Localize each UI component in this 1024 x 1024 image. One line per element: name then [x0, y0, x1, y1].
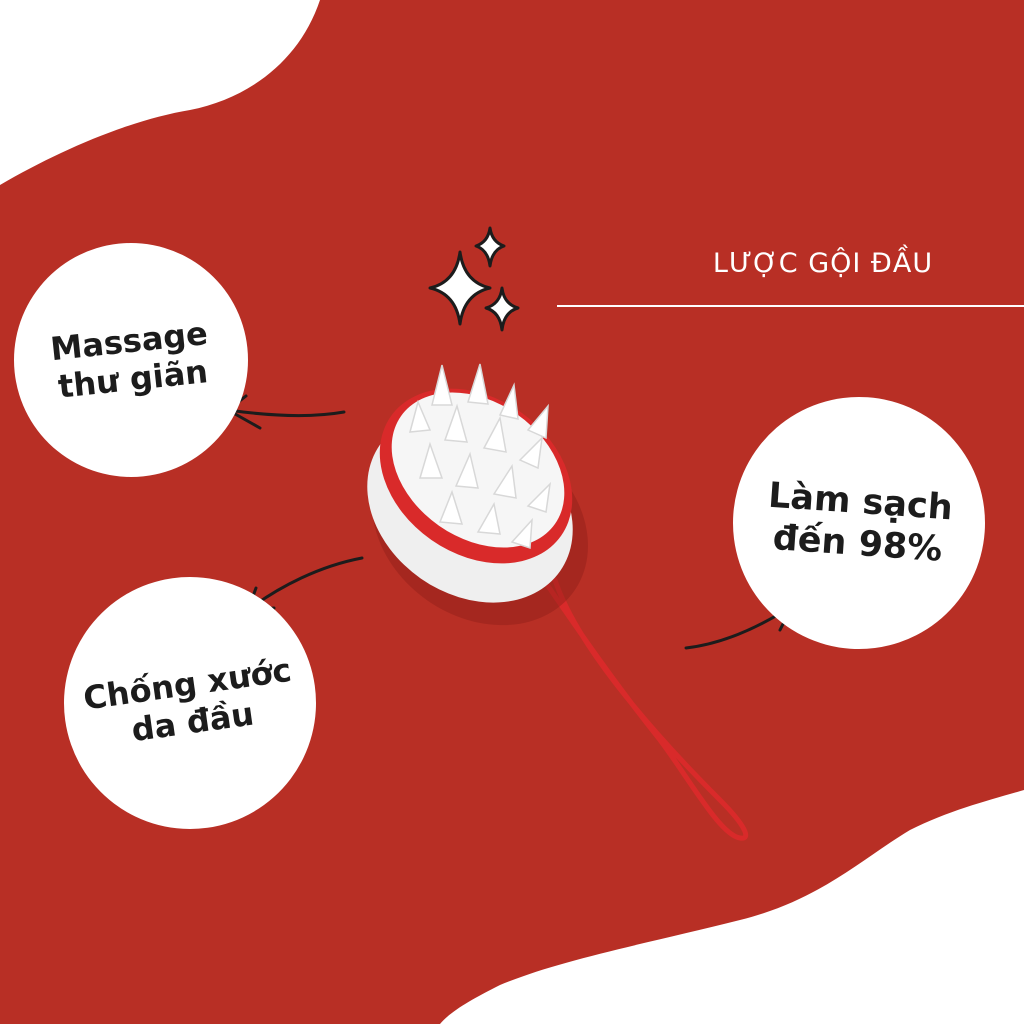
page-heading: LƯỢC GỘI ĐẦU: [712, 248, 934, 279]
heading-divider: [557, 305, 1024, 307]
